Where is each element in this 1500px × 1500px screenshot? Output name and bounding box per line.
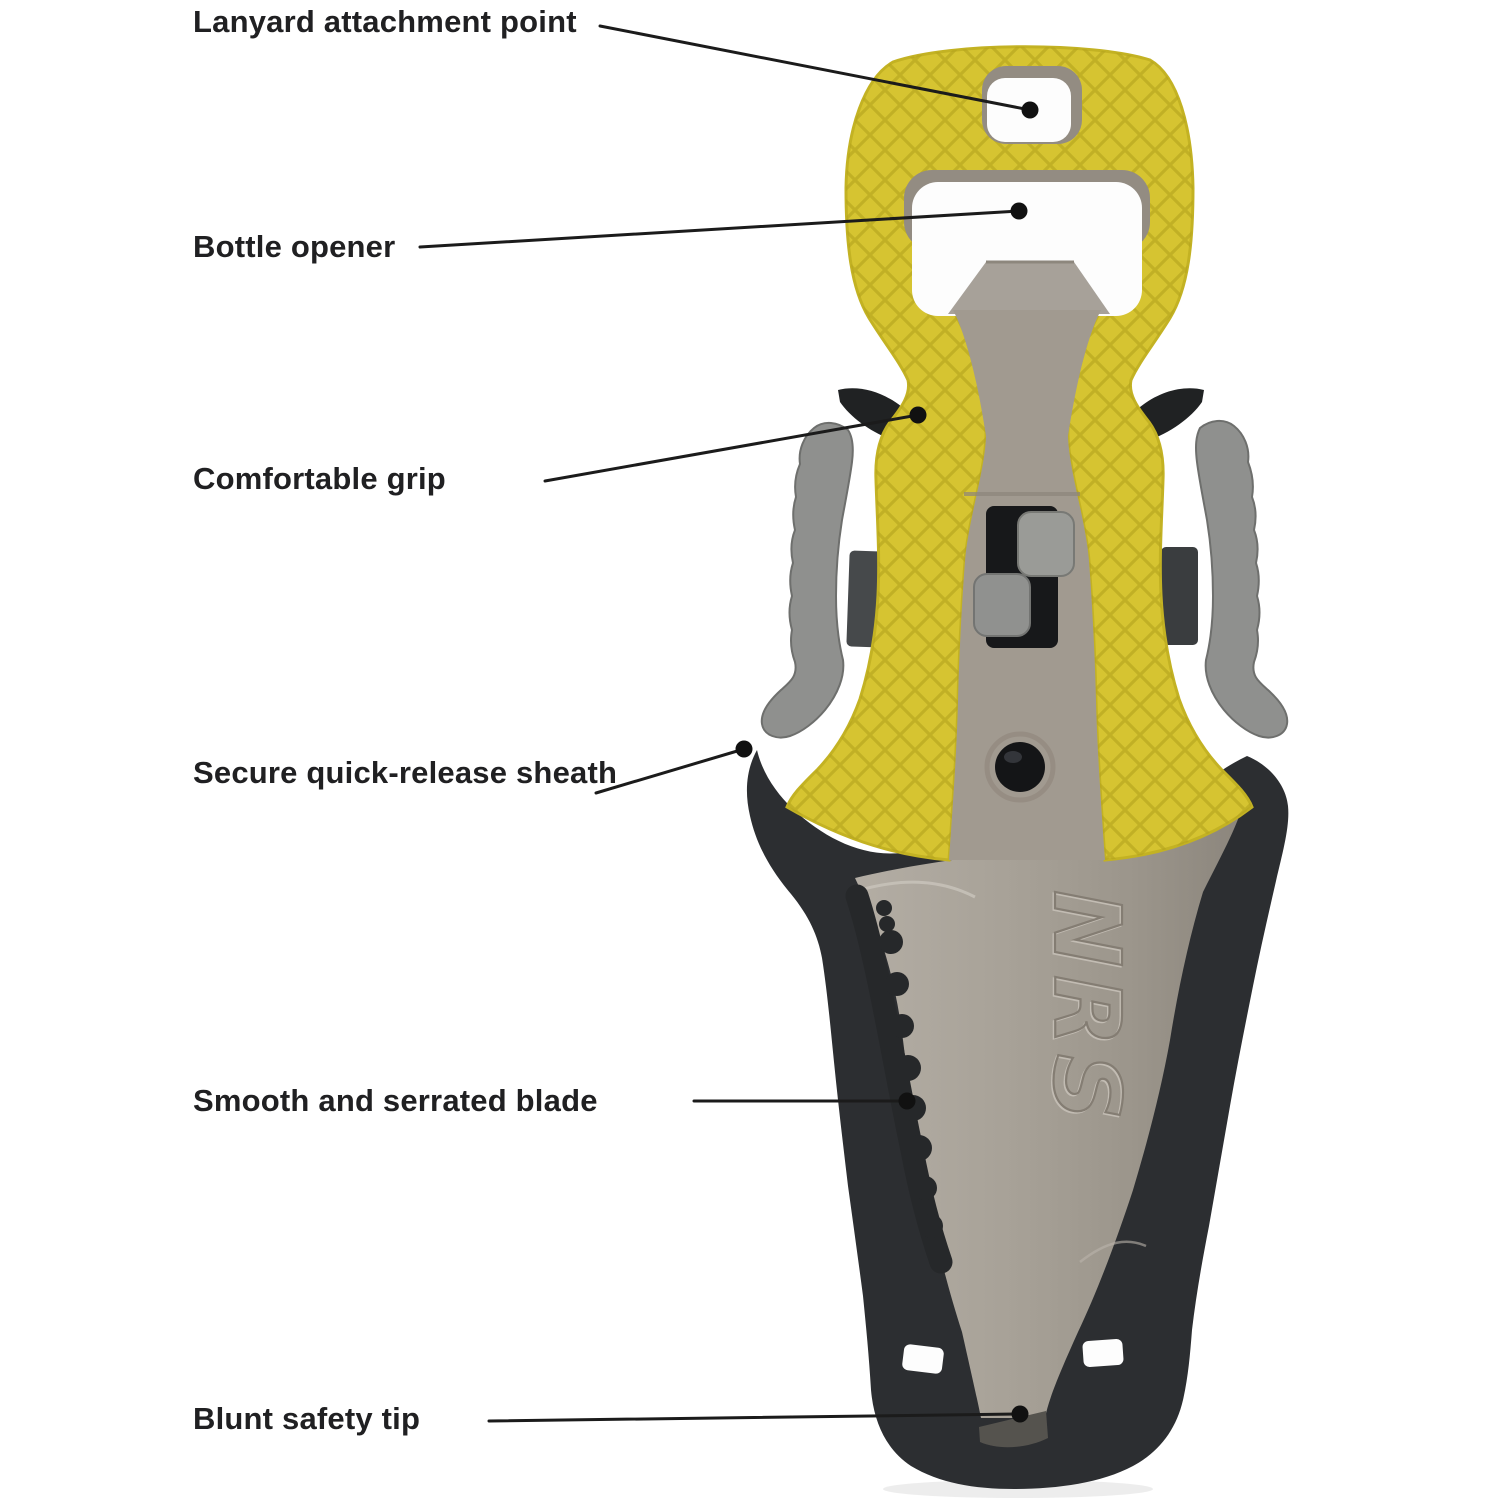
callout-line-bottle [418,209,1021,249]
callout-dot-sheath [735,740,753,758]
callout-dot-tip [1011,1405,1029,1423]
callout-dots [735,101,1039,1423]
callout-dot-grip [909,406,927,424]
sheath-slot-left [902,1344,944,1374]
callout-label-sheath: Secure quick-release sheath [193,755,618,790]
blunt-tip [979,1411,1048,1448]
latch-button-upper [1017,511,1075,577]
ground-shadow [883,1480,1153,1498]
callout-label-tip: Blunt safety tip [193,1401,421,1436]
callout-label-blade: Smooth and serrated blade [193,1083,598,1118]
blade-hole [995,742,1045,792]
latch-button-lower [973,573,1031,637]
blade-hole-ring [984,731,1056,803]
callout-dot-bottle [1010,202,1028,220]
blade-grind-line [849,880,976,899]
blade [855,796,1245,1418]
callout-label-lanyard: Lanyard attachment point [193,4,577,39]
crossbar-right [1161,547,1198,645]
callout-lines [418,24,1032,1423]
callout-label-bottle: Bottle opener [193,229,396,264]
sheath-slot-right [1082,1339,1124,1367]
callout-line-grip [543,413,920,483]
callout-line-tip [487,1412,1022,1423]
bottle-opener-tab [948,262,1110,314]
blade-scratch [1079,1240,1147,1263]
blade-hole-highlight [1004,751,1022,763]
svg-text:NRS: NRS [1033,890,1140,1128]
release-clip-right [1195,420,1289,739]
callout-dot-lanyard [1021,101,1039,119]
callout-line-sheath [594,747,746,795]
callout-dot-blade [898,1092,916,1110]
callout-line-lanyard [598,24,1032,112]
callout-label-grip: Comfortable grip [193,461,446,496]
blade-logo: NRS NRS [1031,889,1142,1131]
svg-text:NRS: NRS [1032,891,1139,1129]
release-clip-left [760,422,854,739]
